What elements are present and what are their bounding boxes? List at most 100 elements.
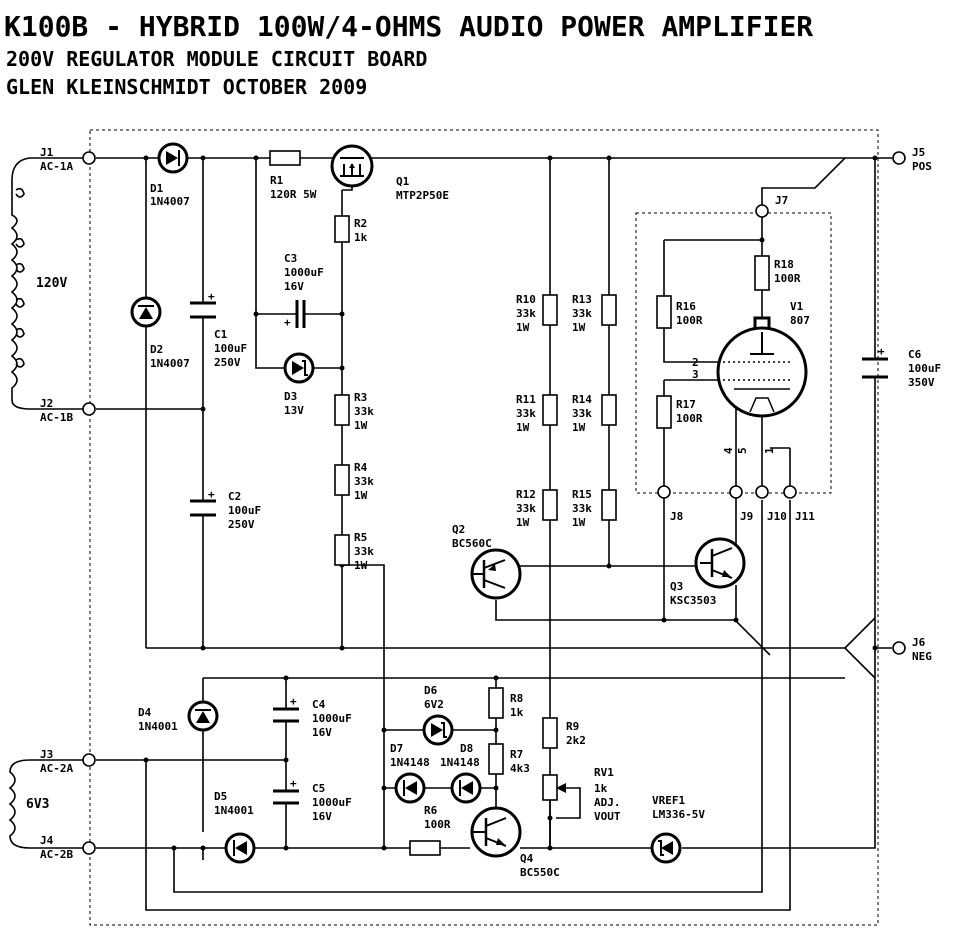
r13-value: 33k [572, 307, 592, 320]
c5-rating: 16V [312, 810, 332, 823]
terminal-j8[interactable] [657, 485, 671, 499]
r16-value: 100R [676, 314, 703, 327]
q3-value: KSC3503 [670, 594, 716, 607]
c4-value: 1000uF [312, 712, 352, 725]
terminal-j6[interactable] [892, 641, 906, 655]
svg-text:+: + [208, 488, 215, 501]
terminal-j3[interactable] [82, 753, 96, 767]
v1-pin-4: 4 [722, 447, 735, 454]
r18-ref: R18 [774, 258, 794, 271]
r5-rating: 1W [354, 559, 368, 572]
rv1-value: 1k [594, 782, 608, 795]
j8-ref: J8 [670, 510, 683, 523]
d8-value: 1N4148 [440, 756, 480, 769]
q2-value: BC560C [452, 537, 492, 550]
r9-ref: R9 [566, 720, 579, 733]
title-line-3: GLEN KLEINSCHMIDT OCTOBER 2009 [6, 75, 367, 99]
resistor-r3 [334, 394, 350, 426]
r16-ref: R16 [676, 300, 696, 313]
terminal-j4[interactable] [82, 841, 96, 855]
v1-ref: V1 [790, 300, 804, 313]
resistor-r14 [601, 394, 617, 426]
r10-value: 33k [516, 307, 536, 320]
d4-value: 1N4001 [138, 720, 178, 733]
c1-rating: 250V [214, 356, 241, 369]
c2-value: 100uF [228, 504, 261, 517]
resistor-r8 [488, 687, 504, 719]
c6-ref: C6 [908, 348, 922, 361]
zener-d3-symbol [283, 352, 315, 384]
q4-value: BC550C [520, 866, 560, 879]
c3-ref: C3 [284, 252, 297, 265]
d7-ref: D7 [390, 742, 403, 755]
r15-value: 33k [572, 502, 592, 515]
q1-value: MTP2P50E [396, 189, 449, 202]
d5-ref: D5 [214, 790, 227, 803]
r7-value: 4k3 [510, 762, 530, 775]
r8-ref: R8 [510, 692, 523, 705]
resistor-r17 [656, 395, 672, 429]
resistor-r13 [601, 294, 617, 326]
r2-value: 1k [354, 231, 368, 244]
terminal-j1[interactable] [82, 151, 96, 165]
r11-rating: 1W [516, 421, 530, 434]
j6-ref: J6 [912, 636, 926, 649]
terminal-j7[interactable] [755, 204, 769, 218]
j7-ref: J7 [775, 194, 788, 207]
c6-value: 100uF [908, 362, 941, 375]
v1-pin-2: 2 [692, 356, 699, 369]
r13-rating: 1W [572, 321, 586, 334]
junctions [143, 155, 878, 851]
diode-d8-symbol [450, 772, 482, 804]
resistor-r11 [542, 394, 558, 426]
terminal-j11[interactable] [783, 485, 797, 499]
v1-pin-1: 1 [763, 447, 776, 454]
r11-value: 33k [516, 407, 536, 420]
terminal-j10[interactable] [755, 485, 769, 499]
j9-ref: J9 [740, 510, 753, 523]
r12-value: 33k [516, 502, 536, 515]
r10-ref: R10 [516, 293, 536, 306]
transistor-q3-symbol [694, 537, 746, 589]
r9-value: 2k2 [566, 734, 586, 747]
r5-value: 33k [354, 545, 374, 558]
r8-value: 1k [510, 706, 524, 719]
diode-d2-symbol [130, 296, 162, 328]
r13-ref: R13 [572, 293, 592, 306]
c5-value: 1000uF [312, 796, 352, 809]
c3-rating: 16V [284, 280, 304, 293]
d2-ref: D2 [150, 343, 163, 356]
transformer-120v-label: 120V [36, 276, 67, 291]
resistor-r6 [409, 840, 441, 856]
r10-rating: 1W [516, 321, 530, 334]
capacitor-c2: + [190, 488, 216, 517]
q4-ref: Q4 [520, 852, 534, 865]
j4-ref: J4 [40, 834, 54, 847]
d3-ref: D3 [284, 390, 297, 403]
zener-d6-symbol [422, 714, 454, 746]
diode-d4-symbol [187, 700, 219, 732]
r1-value: 120R 5W [270, 188, 317, 201]
terminal-j9[interactable] [729, 485, 743, 499]
r17-ref: R17 [676, 398, 696, 411]
transformer-6v3-label: 6V3 [26, 797, 49, 812]
d3-value: 13V [284, 404, 304, 417]
terminal-j2[interactable] [82, 402, 96, 416]
c3-value: 1000uF [284, 266, 324, 279]
c4-ref: C4 [312, 698, 326, 711]
r12-rating: 1W [516, 516, 530, 529]
terminal-j5[interactable] [892, 151, 906, 165]
r17-value: 100R [676, 412, 703, 425]
resistor-r9 [542, 717, 558, 749]
resistor-r7 [488, 743, 504, 775]
resistor-r15 [601, 489, 617, 521]
resistor-r1 [269, 150, 301, 166]
r15-ref: R15 [572, 488, 592, 501]
r6-ref: R6 [424, 804, 438, 817]
d8-ref: D8 [460, 742, 473, 755]
c1-ref: C1 [214, 328, 228, 341]
diode-d7-symbol [394, 772, 426, 804]
rv1-note-vout: VOUT [594, 810, 621, 823]
r6-value: 100R [424, 818, 451, 831]
svg-text:+: + [290, 695, 297, 708]
